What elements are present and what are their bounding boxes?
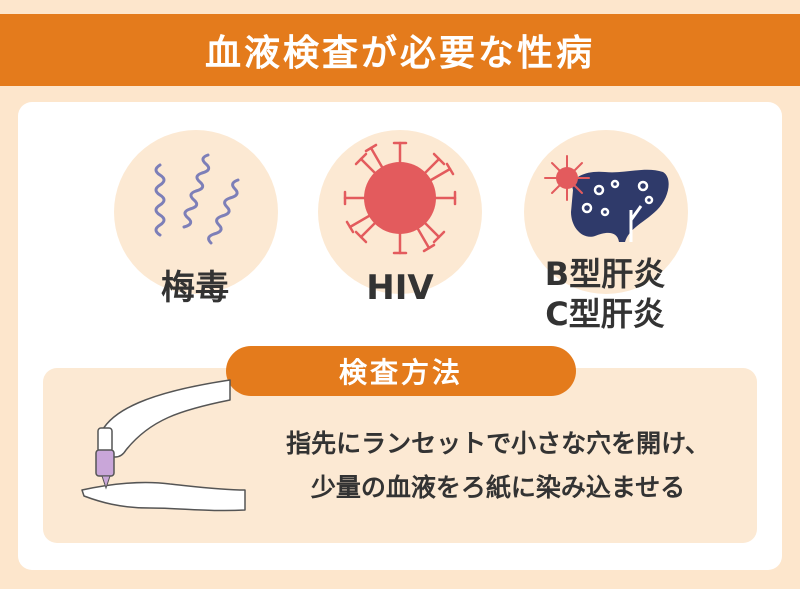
page-title: 血液検査が必要な性病: [204, 33, 595, 74]
method-description: 指先にランセットで小さな穴を開け、 少量の血液をろ紙に染み込ませる: [248, 422, 748, 510]
disease-label-hiv: HIV: [366, 268, 434, 308]
disease-circle-syphilis: [114, 130, 278, 294]
title-bar: 血液検査が必要な性病: [0, 14, 800, 86]
top-strip: [0, 0, 800, 14]
method-title: 検査方法: [338, 356, 463, 389]
method-title-pill: 検査方法: [226, 346, 576, 396]
method-line-2: 少量の血液をろ紙に染み込ませる: [310, 473, 686, 502]
disease-label-syphilis: 梅毒: [161, 268, 229, 308]
virus-icon: [343, 141, 457, 255]
hand-lancet-icon: [81, 379, 246, 512]
disease-label-hepatitis: B型肝炎 C型肝炎: [544, 255, 666, 333]
method-line-1: 指先にランセットで小さな穴を開け、: [286, 429, 710, 458]
spirochete-icon: [154, 153, 240, 245]
liver-virus-icon: [544, 155, 669, 242]
